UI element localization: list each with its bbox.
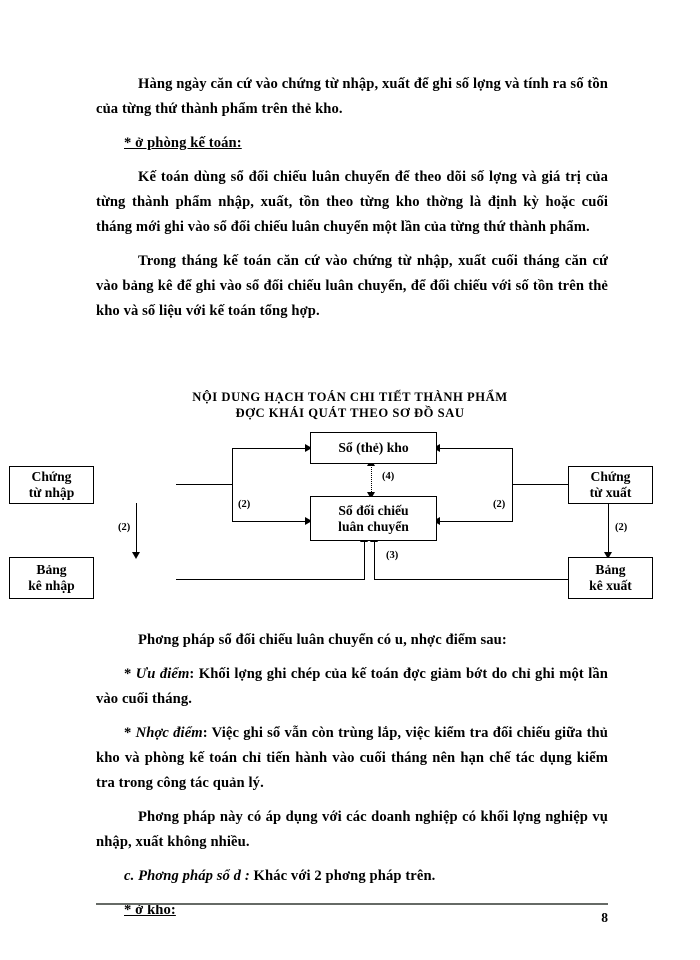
paragraph-5-term: Ưu điểm bbox=[135, 666, 190, 682]
document-body-lower: Phơng pháp sổ đối chiếu luân chuyển có u… bbox=[96, 628, 608, 923]
connector-left-to-sothekho bbox=[232, 448, 310, 449]
arrowhead-left-to-sothekho bbox=[305, 444, 312, 452]
box-so-the-kho-label: Sổ (thẻ) kho bbox=[338, 440, 409, 455]
connector-ctn-right bbox=[176, 484, 233, 485]
edge-label-center-down: (3) bbox=[385, 550, 400, 561]
connector-right-to-sodoichieu bbox=[437, 521, 513, 522]
paragraph-7: Phơng pháp này có áp dụng với các doanh … bbox=[96, 809, 608, 850]
arrowhead-ctx-to-bkx bbox=[604, 552, 612, 559]
box-chung-tu-xuat[interactable]: Chứng từ xuất bbox=[568, 466, 653, 504]
page-number: 8 bbox=[601, 910, 608, 925]
connector-bkn-up bbox=[364, 541, 365, 580]
box-chung-tu-nhap[interactable]: Chứng từ nhập bbox=[9, 466, 94, 504]
arrowhead-left-to-sodoichieu bbox=[305, 517, 312, 525]
box-bang-ke-xuat[interactable]: Bảng kê xuất bbox=[568, 557, 653, 599]
heading-o-kho-text: * ở kho: bbox=[124, 902, 176, 918]
edge-label-center-up: (4) bbox=[381, 471, 396, 482]
paragraph-6-rest: : Việc ghi sổ vẫn còn trùng lắp, việc ki… bbox=[96, 725, 608, 791]
box-bang-ke-nhap-label: Bảng kê nhập bbox=[28, 562, 75, 593]
flowchart: Sổ (thẻ) kho Chứng từ nhập Chứng từ xuất… bbox=[0, 427, 700, 607]
diagram-title-line-2: ĐỢC KHÁI QUÁT THEO SƠ ĐỒ SAU bbox=[235, 405, 465, 420]
box-so-doi-chieu-luan-chuyen[interactable]: Sổ đối chiếu luân chuyển bbox=[310, 496, 437, 541]
connector-bkn-right bbox=[176, 579, 364, 580]
paragraph-5: * Ưu điểm: Khối lợng ghi chép của kế toá… bbox=[96, 662, 608, 712]
paragraph-6-bullet: * bbox=[124, 725, 136, 741]
paragraph-1: Hàng ngày căn cứ vào chứng từ nhập, xuất… bbox=[96, 76, 608, 117]
paragraph-5-rest: : Khối lợng ghi chép của kế toán đợc giả… bbox=[96, 666, 608, 707]
connector-right-bus bbox=[512, 448, 513, 522]
diagram-title-line-1: NỘI DUNG HẠCH TOÁN CHI TIẾT THÀNH PHẨM bbox=[192, 390, 508, 404]
diagram-container: NỘI DUNG HẠCH TOÁN CHI TIẾT THÀNH PHẨM Đ… bbox=[0, 390, 700, 615]
connector-dotted-sothekho-sodoichieu bbox=[371, 464, 372, 496]
paragraph-4: Phơng pháp sổ đối chiếu luân chuyển có u… bbox=[138, 632, 507, 648]
connector-bkx-up bbox=[374, 541, 375, 580]
connector-ctn-to-bkn bbox=[136, 503, 137, 557]
heading-text: * ở phòng kế toán: bbox=[124, 135, 242, 151]
connector-right-to-sothekho bbox=[437, 448, 513, 449]
diagram-title: NỘI DUNG HẠCH TOÁN CHI TIẾT THÀNH PHẨM Đ… bbox=[0, 390, 700, 421]
connector-left-to-sodoichieu bbox=[232, 521, 310, 522]
paragraph-8-rest: Khác với 2 phơng pháp trên. bbox=[249, 868, 436, 884]
paragraph-5-bullet: * bbox=[124, 666, 136, 682]
box-bang-ke-nhap[interactable]: Bảng kê nhập bbox=[9, 557, 94, 599]
arrowhead-ctn-to-bkn bbox=[132, 552, 140, 559]
paragraph-8-term: c. Phơng pháp sổ d : bbox=[124, 868, 250, 884]
heading-o-phong-ke-toan: * ở phòng kế toán: bbox=[96, 131, 608, 156]
connector-ctx-to-bkx bbox=[608, 503, 609, 557]
box-chung-tu-nhap-label: Chứng từ nhập bbox=[28, 469, 75, 500]
paragraph-3: Trong tháng kế toán căn cứ vào chứng từ … bbox=[96, 253, 608, 319]
box-chung-tu-xuat-label: Chứng từ xuất bbox=[589, 469, 632, 500]
edge-label-left-mid: (2) bbox=[237, 499, 252, 510]
footer-divider bbox=[96, 903, 608, 905]
paragraph-8: c. Phơng pháp sổ d : Khác với 2 phơng ph… bbox=[96, 864, 608, 889]
connector-ctx-left bbox=[512, 484, 568, 485]
arrowhead-dotted-down bbox=[367, 492, 375, 499]
paragraph-2: Kế toán dùng sổ đối chiếu luân chuyển để… bbox=[96, 169, 608, 235]
connector-bkx-left bbox=[374, 579, 568, 580]
document-body: Hàng ngày căn cứ vào chứng từ nhập, xuất… bbox=[96, 72, 608, 324]
paragraph-6: * Nhợc điểm: Việc ghi sổ vẫn còn trùng l… bbox=[96, 721, 608, 796]
paragraph-6-term: Nhợc điểm bbox=[135, 725, 203, 741]
edge-label-left-down: (2) bbox=[117, 522, 132, 533]
edge-label-right-mid: (2) bbox=[492, 499, 507, 510]
connector-left-bus bbox=[232, 448, 233, 522]
edge-label-right-down: (2) bbox=[614, 522, 629, 533]
box-so-the-kho[interactable]: Sổ (thẻ) kho bbox=[310, 432, 437, 464]
box-bang-ke-xuat-label: Bảng kê xuất bbox=[589, 562, 632, 593]
box-so-doi-chieu-label: Sổ đối chiếu luân chuyển bbox=[338, 502, 409, 534]
heading-o-kho: * ở kho: bbox=[96, 898, 608, 923]
